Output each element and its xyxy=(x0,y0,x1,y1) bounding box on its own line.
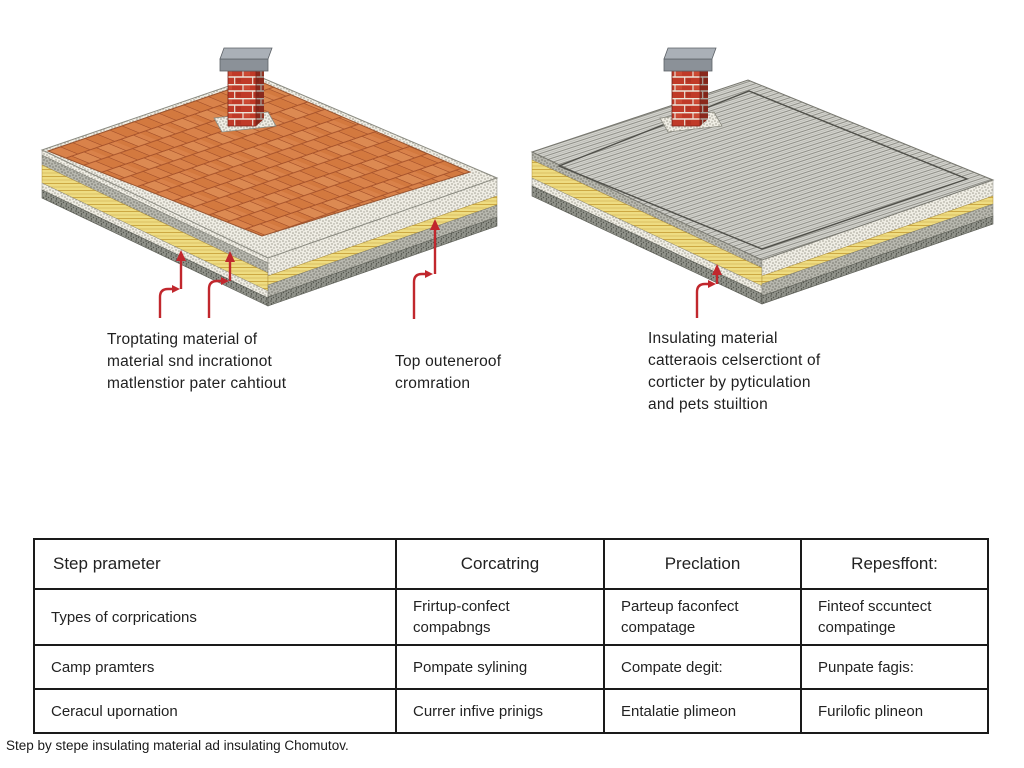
right-roof-layer-stack-sw xyxy=(531,151,763,305)
annotation-line: Top outeneroof xyxy=(395,353,502,370)
table-header-row: Step prameter Corcatring Preclation Repe… xyxy=(33,538,989,590)
chimney-cap-front xyxy=(663,58,713,72)
red-arrow-left-3 xyxy=(412,219,440,319)
annotation-line: Troptating material of xyxy=(107,331,258,348)
annotation-line: corticter by pyticulation xyxy=(648,374,811,391)
table-cell: Types of corprications xyxy=(33,588,397,646)
roof-diagram xyxy=(40,47,995,319)
annotation-line: and pets stuiltion xyxy=(648,396,768,413)
left-chimney xyxy=(213,47,277,133)
red-arrow-left-2 xyxy=(207,251,235,318)
parameter-table: Step prameter Corcatring Preclation Repe… xyxy=(33,538,989,734)
table-cell: Ceracul upornation xyxy=(33,688,397,734)
table-row: Ceracul upornation Currer infive prinigs… xyxy=(33,688,989,734)
chimney-brick-face xyxy=(227,70,257,127)
table-cell: Camp pramters xyxy=(33,644,397,690)
right-roof-illustration xyxy=(530,47,995,305)
annotation-top-outer-roof: Top outeneroof cromration xyxy=(395,351,501,395)
left-roof-layer-stack-se xyxy=(267,177,498,307)
annotation-line: cromration xyxy=(395,375,471,392)
table-row: Types of corprications Frirtup-confect c… xyxy=(33,588,989,646)
chimney-brick-face xyxy=(671,70,701,127)
table-cell: Entalatie plimeon xyxy=(603,688,802,734)
table-cell: Finteof sccuntect compatinge xyxy=(800,588,989,646)
annotation-line: catteraois celserctiont of xyxy=(648,352,821,369)
chimney-side-face xyxy=(256,67,264,126)
chimney-cap-top xyxy=(219,47,273,60)
annotation-left-layers: Troptating material of material snd incr… xyxy=(107,329,286,395)
right-chimney xyxy=(659,47,723,133)
annotation-insulating-material: Insulating material catteraois celsercti… xyxy=(648,328,820,416)
table-row: Camp pramters Pompate sylining Compate d… xyxy=(33,644,989,690)
table-cell: Punpate fagis: xyxy=(800,644,989,690)
column-header: Repesffont: xyxy=(800,538,989,590)
table-cell: Compate degit: xyxy=(603,644,802,690)
right-roof-layer-stack-se xyxy=(761,179,994,305)
chimney-cap-top xyxy=(663,47,717,60)
table-cell: Parteup faconfect compatage xyxy=(603,588,802,646)
column-header: Preclation xyxy=(603,538,802,590)
annotation-line: matlenstior pater cahtiout xyxy=(107,375,287,392)
table-cell: Pompate sylining xyxy=(395,644,605,690)
column-header: Step prameter xyxy=(33,538,397,590)
annotation-line: Insulating material xyxy=(648,330,778,347)
figure-caption: Step by stepe insulating material ad ins… xyxy=(6,738,349,753)
left-roof-tile-field xyxy=(46,79,472,237)
left-roof-illustration xyxy=(40,47,499,307)
table-cell: Furilofic plineon xyxy=(800,688,989,734)
red-arrow-right-1 xyxy=(695,264,722,318)
annotation-line: material snd incrationot xyxy=(107,353,273,370)
chimney-cap-front xyxy=(219,58,269,72)
column-header: Corcatring xyxy=(395,538,605,590)
chimney-side-face xyxy=(700,67,708,126)
table-cell: Frirtup-confect compabngs xyxy=(395,588,605,646)
red-arrow-left-1 xyxy=(158,250,186,318)
left-roof-layer-stack-sw xyxy=(41,149,269,307)
table-cell: Currer infive prinigs xyxy=(395,688,605,734)
